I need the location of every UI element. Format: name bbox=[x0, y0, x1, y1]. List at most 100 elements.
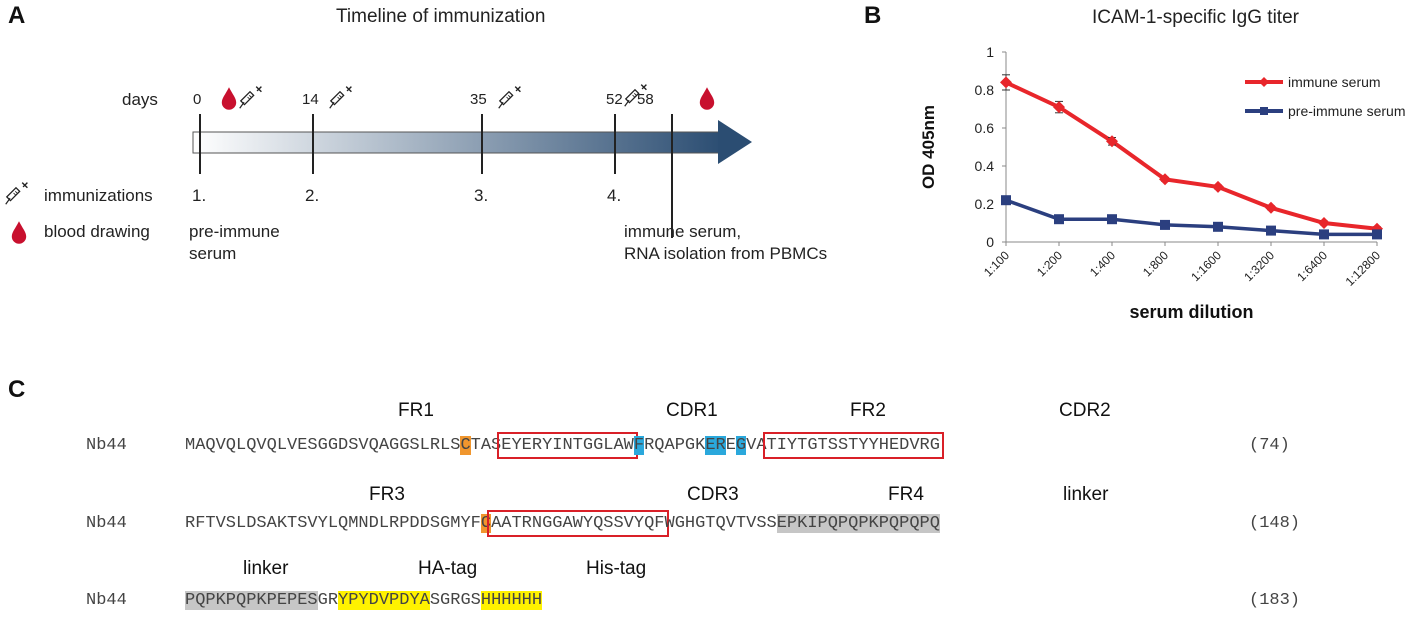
y-tick-label: 0.6 bbox=[975, 120, 995, 136]
x-tick-label: 1:6400 bbox=[1294, 248, 1330, 284]
sequence-name: Nb44 bbox=[86, 436, 127, 455]
data-point bbox=[1054, 214, 1064, 225]
syringe-icon bbox=[498, 85, 522, 109]
seq-cdr1: EYERYINTGGLAW bbox=[497, 432, 638, 459]
data-point bbox=[1212, 180, 1224, 193]
immunization-1: 1. bbox=[192, 186, 207, 205]
residue-count: (74) bbox=[1249, 436, 1290, 455]
seq-fr3: RFTVSLDSAKTSVYLQMNDLRPDDSGMYF bbox=[185, 514, 481, 533]
timeline-graphic bbox=[5, 83, 752, 244]
seq-hallmark: F bbox=[633, 436, 645, 455]
x-tick-label: 1:1600 bbox=[1188, 248, 1224, 284]
legend-marker bbox=[1259, 77, 1269, 87]
data-point bbox=[1213, 221, 1223, 232]
day-14: 14 bbox=[302, 91, 319, 108]
seq-fr1: MAQVQLQVQLVESGGDSVQAGGSLRLS bbox=[185, 436, 461, 455]
legend-blood-drop-icon bbox=[11, 221, 27, 244]
immune-serum-label-1: immune serum, bbox=[624, 222, 742, 241]
label-ha-tag: HA-tag bbox=[418, 558, 478, 579]
pre-immune-label-2: serum bbox=[189, 244, 237, 263]
syringe-icon bbox=[624, 83, 648, 107]
seq-hallmark: ER bbox=[705, 436, 726, 455]
seq-cys: C bbox=[460, 436, 471, 455]
syringe-icon bbox=[329, 85, 353, 109]
series-line bbox=[1005, 198, 1377, 237]
y-tick-label: 0.8 bbox=[975, 82, 995, 98]
x-axis-label: serum dilution bbox=[1129, 302, 1253, 322]
seq-fr1-end: TAS bbox=[470, 436, 502, 455]
x-tick-label: 1:3200 bbox=[1241, 248, 1277, 284]
legend-syringe-icon bbox=[5, 181, 29, 205]
seq-fr2-end: VA bbox=[746, 436, 767, 455]
sequence-row-1: MAQVQLQVQLVESGGDSVQAGGSLRLSCTASEYERYINTG… bbox=[185, 432, 944, 462]
day-0: 0 bbox=[193, 91, 202, 108]
legend-marker bbox=[1260, 107, 1268, 115]
data-point bbox=[1001, 195, 1011, 206]
day-52: 52 bbox=[606, 91, 623, 108]
seq-fr2: RQAPGK bbox=[644, 436, 706, 455]
immunization-3: 3. bbox=[474, 186, 489, 205]
day-35: 35 bbox=[470, 91, 487, 108]
seq-his-tag: HHHHHH bbox=[480, 591, 543, 610]
legend-label: pre-immune serum bbox=[1288, 103, 1405, 119]
seq-spacer: SGRGS bbox=[429, 591, 481, 610]
legend-immunizations: immunizations bbox=[44, 186, 153, 205]
label-cdr1: CDR1 bbox=[666, 400, 718, 421]
x-tick-label: 1:400 bbox=[1087, 248, 1118, 279]
data-point bbox=[1159, 173, 1171, 186]
x-tick-label: 1:100 bbox=[981, 248, 1012, 279]
seq-hallmark: G bbox=[735, 436, 747, 455]
y-tick-label: 0.2 bbox=[975, 196, 995, 212]
blood-drop-icon bbox=[699, 87, 715, 110]
seq-cdr3: AATRNGGAWYQSSVYQF bbox=[487, 510, 669, 537]
label-fr1: FR1 bbox=[398, 400, 434, 421]
immunization-2: 2. bbox=[305, 186, 320, 205]
data-point bbox=[1053, 101, 1065, 114]
data-point bbox=[1318, 217, 1330, 229]
immune-serum-label-2: RNA isolation from PBMCs bbox=[624, 244, 828, 263]
label-his-tag: His-tag bbox=[586, 558, 647, 579]
syringe-icon bbox=[239, 85, 263, 109]
label-cdr3: CDR3 bbox=[687, 484, 739, 505]
data-point bbox=[1107, 214, 1117, 225]
sequence-row-2: RFTVSLDSAKTSVYLQMNDLRPDDSGMYFCAATRNGGAWY… bbox=[185, 510, 940, 540]
residue-count: (148) bbox=[1249, 514, 1301, 533]
data-point bbox=[1372, 229, 1382, 240]
series-line bbox=[1005, 80, 1378, 231]
pre-immune-label-1: pre-immune bbox=[189, 222, 280, 241]
legend-blood-drawing: blood drawing bbox=[44, 222, 150, 241]
seq-linker: EPKIPQPQPKPQPQPQ bbox=[776, 514, 940, 533]
x-tick-label: 1:800 bbox=[1140, 248, 1171, 279]
days-label: days bbox=[122, 90, 158, 109]
seq-ha-tag: YPYDVPDYA bbox=[338, 591, 430, 610]
timeline-arrow bbox=[192, 120, 752, 164]
seq-cys: C bbox=[480, 514, 492, 533]
y-tick-label: 0 bbox=[986, 234, 994, 250]
data-point bbox=[1000, 76, 1012, 89]
seq-fr4: WGHGTQVTVSS bbox=[664, 514, 777, 533]
panel-b-letter: B bbox=[864, 2, 882, 29]
sequence-name: Nb44 bbox=[86, 514, 127, 533]
igg-titer-chart: ICAM-1-specific IgG titer00.20.40.60.811… bbox=[919, 7, 1405, 322]
y-tick-label: 1 bbox=[986, 44, 994, 60]
seq-fr2-mid: E bbox=[725, 436, 736, 455]
label-fr4: FR4 bbox=[888, 484, 924, 505]
chart-title: ICAM-1-specific IgG titer bbox=[1092, 7, 1300, 28]
immunization-4: 4. bbox=[607, 186, 622, 205]
data-point bbox=[1106, 135, 1118, 148]
data-point bbox=[1319, 229, 1329, 240]
data-point bbox=[1266, 225, 1276, 236]
seq-cdr2: TIYTGTSSTYYHEDVRG bbox=[762, 432, 944, 459]
label-linker: linker bbox=[1063, 484, 1109, 505]
x-tick-label: 1:12800 bbox=[1343, 248, 1384, 289]
seq-linker: PQPKPQPKPEPES bbox=[185, 591, 318, 610]
blood-drop-icon bbox=[221, 87, 237, 110]
label-fr2: FR2 bbox=[850, 400, 886, 421]
label-fr3: FR3 bbox=[369, 484, 405, 505]
panel-c-letter: C bbox=[8, 376, 26, 403]
panel-a-title: Timeline of immunization bbox=[336, 6, 546, 27]
x-tick-label: 1:200 bbox=[1034, 248, 1065, 279]
day-58: 58 bbox=[637, 91, 654, 108]
data-point bbox=[1160, 219, 1170, 230]
sequence-name: Nb44 bbox=[86, 591, 127, 610]
